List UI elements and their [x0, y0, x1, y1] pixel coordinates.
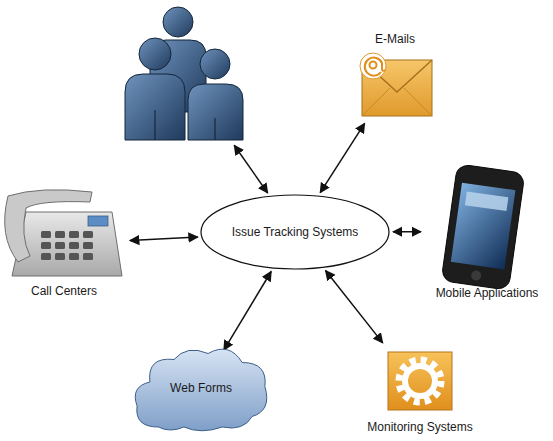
- double-arrow: [224, 272, 271, 351]
- email-icon: [360, 53, 432, 116]
- cloud-outline: [135, 349, 267, 431]
- tracking-ellipse: Issue Tracking Systems: [200, 194, 390, 270]
- ellipse-outline: [201, 195, 389, 269]
- gear-icon: [388, 352, 452, 410]
- double-arrow: [234, 145, 267, 193]
- people-icon: [125, 7, 243, 140]
- node-label: Web Forms: [170, 381, 232, 395]
- node-label: Call Centers: [31, 284, 97, 298]
- node-label: E-Mails: [375, 32, 415, 46]
- double-arrow: [320, 123, 364, 192]
- people-group: [120, 5, 248, 142]
- mobile-channel: Mobile Applications: [425, 163, 549, 300]
- node-label: Issue Tracking Systems: [232, 225, 359, 239]
- call-center-channel: Call Centers: [2, 190, 126, 298]
- monitoring-channel: Monitoring Systems: [362, 346, 478, 434]
- double-arrow: [130, 237, 198, 241]
- email-channel: E-Mails: [352, 32, 438, 120]
- mobile-phone-icon: [441, 164, 525, 290]
- double-arrow: [393, 231, 421, 233]
- web-form-cloud: Web Forms: [130, 343, 272, 433]
- node-label: Monitoring Systems: [367, 420, 472, 434]
- double-arrow: [326, 271, 383, 343]
- desk-phone-icon: [5, 190, 122, 276]
- node-label: Mobile Applications: [436, 286, 539, 300]
